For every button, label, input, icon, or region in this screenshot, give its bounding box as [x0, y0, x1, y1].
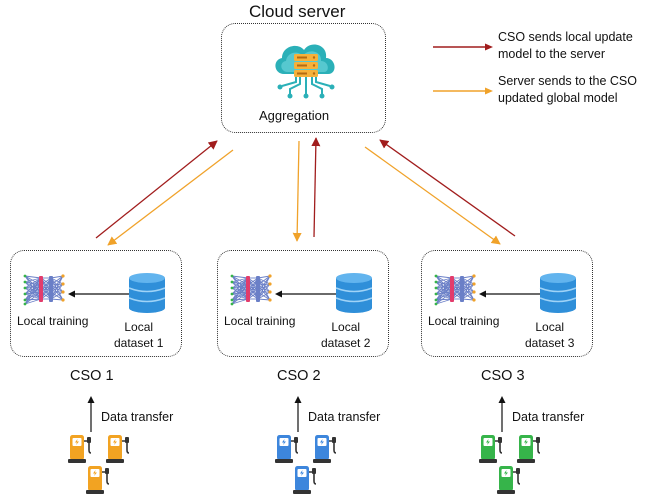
local-training-arrow [479, 290, 549, 298]
data-transfer-arrow [87, 396, 95, 432]
data-transfer-arrow [498, 396, 506, 432]
upload-arrow-cso1 [95, 140, 218, 239]
charging-station-icon [275, 435, 299, 463]
database-icon [335, 273, 373, 313]
data-transfer-arrow [294, 396, 302, 432]
charging-station-icon [68, 435, 92, 463]
data-transfer-label: Data transfer [512, 410, 585, 424]
cso-name: CSO 2 [277, 368, 321, 384]
local-training-arrow [275, 290, 345, 298]
legend-upload-arrow [433, 43, 493, 51]
aggregation-label: Aggregation [259, 108, 330, 123]
server-box [221, 23, 386, 133]
local-training-label: Local training [17, 314, 89, 328]
legend-download-arrow [433, 87, 493, 95]
download-arrow-cso3 [364, 146, 501, 245]
charging-station-icon [479, 435, 503, 463]
cso-name: CSO 3 [481, 368, 525, 384]
local-training-label: Local training [224, 314, 296, 328]
cso-box [421, 250, 593, 357]
cso-box [217, 250, 389, 357]
local-dataset-label: Local dataset 2 [321, 320, 371, 350]
legend-download-text: Server sends to the CSO updated global m… [498, 74, 637, 105]
neural-network-icon [434, 274, 476, 306]
legend-upload-text: CSO sends local update model to the serv… [498, 30, 633, 61]
download-arrow-cso2 [292, 140, 302, 242]
cso-name: CSO 1 [70, 368, 114, 384]
neural-network-icon [23, 274, 65, 306]
charging-station-icon [517, 435, 541, 463]
local-dataset-label: Local dataset 1 [114, 320, 164, 350]
charging-station-icon [497, 466, 521, 494]
upload-arrow-cso2 [311, 137, 321, 238]
local-training-arrow [68, 290, 138, 298]
charging-station-icon [86, 466, 110, 494]
charging-station-icon [313, 435, 337, 463]
upload-arrow-cso3 [379, 139, 516, 237]
charging-station-icon [106, 435, 130, 463]
server-title: Cloud server [249, 2, 346, 21]
data-transfer-label: Data transfer [101, 410, 174, 424]
cso-box [10, 250, 182, 357]
data-transfer-label: Data transfer [308, 410, 381, 424]
local-dataset-label: Local dataset 3 [525, 320, 575, 350]
cloud-server-icon [275, 44, 335, 99]
charging-station-icon [293, 466, 317, 494]
database-icon [539, 273, 577, 313]
download-arrow-cso1 [107, 149, 234, 246]
database-icon [128, 273, 166, 313]
local-training-label: Local training [428, 314, 500, 328]
neural-network-icon [230, 274, 272, 306]
